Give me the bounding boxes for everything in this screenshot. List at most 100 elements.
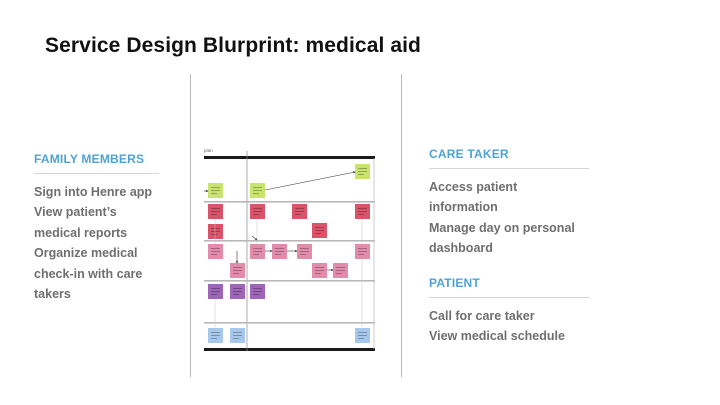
family-members-heading: FAMILY MEMBERS	[34, 152, 159, 174]
swimlane-divider	[204, 280, 375, 282]
sticky-note-scribble	[211, 208, 220, 209]
swimlane-divider	[204, 240, 375, 242]
sticky-note	[312, 223, 327, 238]
blueprint-bottom-bar	[204, 348, 375, 351]
sticky-note	[312, 263, 327, 278]
sticky-note-scribble	[336, 267, 345, 268]
sticky-note-body	[250, 244, 265, 259]
sticky-note	[355, 244, 370, 259]
sticky-note	[297, 244, 312, 259]
sticky-note-body	[208, 224, 223, 239]
sticky-note-scribble	[233, 288, 242, 289]
sticky-note-scribble	[295, 208, 304, 209]
sticky-note-scribble	[233, 273, 239, 274]
sticky-note	[208, 284, 223, 299]
sticky-note-scribble	[253, 214, 259, 215]
sticky-note-scribble	[358, 174, 364, 175]
sticky-note	[250, 284, 265, 299]
sticky-note-body	[355, 204, 370, 219]
sticky-note-scribble	[295, 214, 301, 215]
sticky-note	[230, 263, 245, 278]
sticky-note-scribble	[233, 270, 242, 271]
sticky-note-body	[297, 244, 312, 259]
sticky-note-body	[312, 223, 327, 238]
sticky-note-body	[355, 328, 370, 343]
sticky-note-scribble	[275, 254, 281, 255]
family-members-section: FAMILY MEMBERS Sign into Henre app View …	[34, 152, 159, 304]
right-divider	[401, 74, 402, 377]
sticky-note-scribble	[211, 251, 220, 252]
sticky-note-scribble	[211, 294, 217, 295]
sticky-note-scribble	[211, 193, 217, 194]
sticky-note-scribble	[253, 251, 262, 252]
sticky-note-scribble	[358, 248, 367, 249]
sticky-note-body	[355, 164, 370, 179]
sticky-note-scribble	[358, 254, 364, 255]
care-taker-section: CARE TAKER Access patient information Ma…	[429, 147, 589, 259]
sticky-note-scribble	[358, 211, 367, 212]
blueprint-canvas	[204, 151, 375, 351]
sticky-note-scribble	[233, 338, 239, 339]
sticky-note-scribble	[315, 267, 324, 268]
sticky-note-body	[230, 263, 245, 278]
sticky-note-scribble	[233, 332, 242, 333]
sticky-note-body	[355, 244, 370, 259]
sticky-note-scribble	[211, 332, 220, 333]
sticky-note	[355, 164, 370, 179]
sticky-note-body	[250, 183, 265, 198]
sticky-note	[230, 328, 245, 343]
sticky-note-scribble	[211, 291, 220, 292]
sticky-note-scribble	[275, 251, 284, 252]
sticky-note-scribble	[211, 190, 220, 191]
sticky-note-body	[230, 328, 245, 343]
sticky-note	[250, 204, 265, 219]
sticky-note-scribble	[358, 335, 367, 336]
patient-list: Call for care taker View medical schedul…	[429, 306, 589, 347]
sticky-note-scribble	[233, 294, 239, 295]
sticky-note-scribble	[253, 193, 259, 194]
sticky-note-scribble	[211, 248, 220, 249]
sticky-note-body	[208, 328, 223, 343]
sticky-note-scribble	[315, 227, 324, 228]
list-item: View patient’s medical reports	[34, 205, 128, 240]
sticky-note-scribble	[358, 171, 367, 172]
sticky-note-body	[208, 204, 223, 219]
sticky-note-scribble	[211, 338, 217, 339]
sticky-note-scribble	[300, 251, 309, 252]
left-divider	[190, 74, 191, 377]
blueprint-diagram: plan	[202, 148, 378, 354]
sticky-note	[355, 328, 370, 343]
flow-arrow	[251, 235, 258, 241]
sticky-note-scribble	[358, 168, 367, 169]
sticky-note-scribble	[358, 338, 364, 339]
sticky-note	[272, 244, 287, 259]
sticky-note	[250, 183, 265, 198]
sticky-note-scribble	[233, 335, 242, 336]
patient-section: PATIENT Call for care taker View medical…	[429, 276, 589, 347]
sticky-note-body	[312, 263, 327, 278]
sticky-note-scribble	[211, 335, 220, 336]
sticky-note-scribble	[211, 228, 220, 229]
sticky-note-scribble	[315, 230, 324, 231]
sticky-note-scribble	[211, 234, 217, 235]
sticky-note	[208, 328, 223, 343]
diagram-caption: plan	[204, 148, 213, 153]
sticky-note-scribble	[233, 291, 242, 292]
sticky-note-body	[292, 204, 307, 219]
sticky-note-scribble	[300, 248, 309, 249]
sticky-note-scribble	[358, 208, 367, 209]
list-item: Access patient information	[429, 180, 518, 215]
sticky-note-body	[250, 204, 265, 219]
sticky-note	[355, 204, 370, 219]
sticky-note	[208, 204, 223, 219]
sticky-note-scribble	[233, 267, 242, 268]
sticky-note-scribble	[295, 211, 304, 212]
sticky-note-scribble	[211, 254, 217, 255]
sticky-note-scribble	[253, 211, 262, 212]
sticky-note-scribble	[211, 211, 220, 212]
sticky-note-body	[250, 284, 265, 299]
sticky-note-scribble	[336, 273, 342, 274]
list-item: Manage day on personal dashboard	[429, 220, 575, 256]
sticky-note	[333, 263, 348, 278]
sticky-note	[208, 224, 223, 239]
